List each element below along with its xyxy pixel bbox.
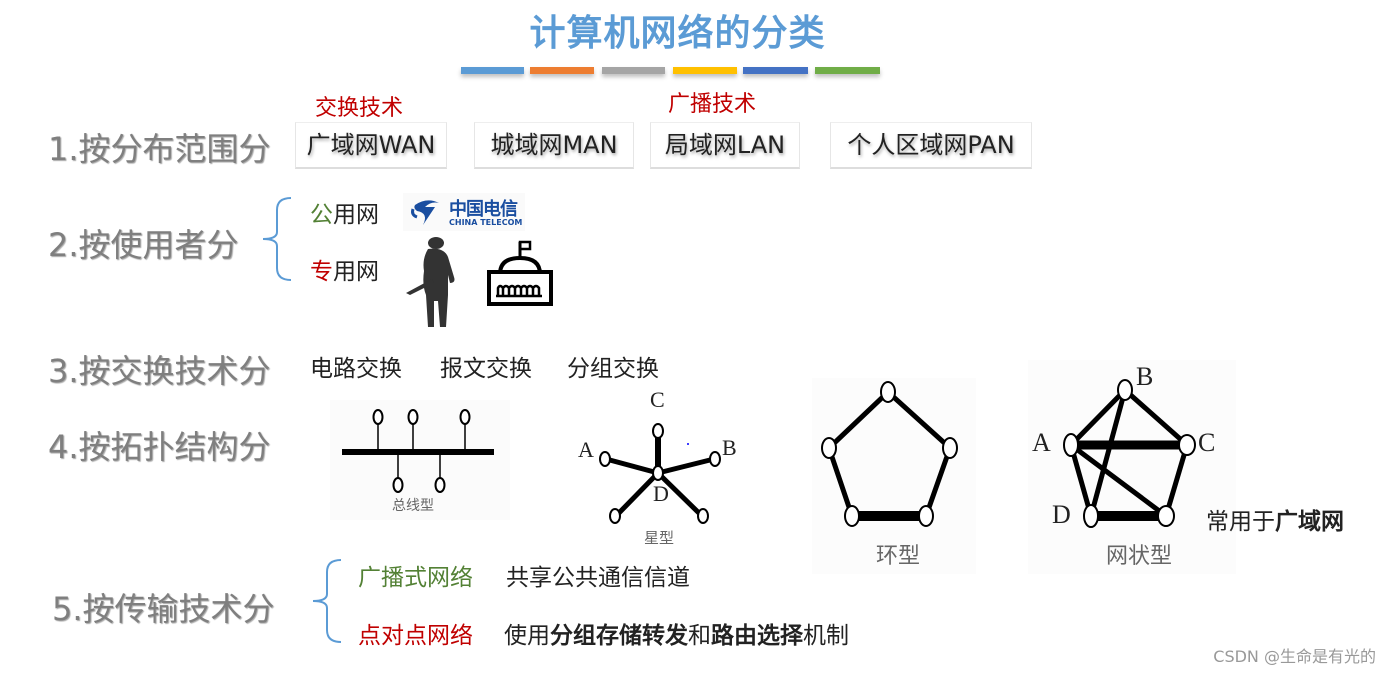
ring-topology-diagram: 环型 <box>812 378 976 574</box>
ring-topology-label: 环型 <box>876 544 921 569</box>
p2p-network-label: 点对点网络 <box>358 623 473 649</box>
mesh-node-c: C <box>1198 428 1216 457</box>
brace-icon <box>312 559 342 643</box>
government-building-icon <box>487 240 553 306</box>
mesh-topology-diagram: B A C D 网状型 <box>1028 360 1236 574</box>
wan-box: 广域网WAN <box>295 122 447 169</box>
mesh-node-d: D <box>1052 500 1071 529</box>
bus-topology-diagram: 总线型 <box>330 400 510 520</box>
star-topology-diagram: C A B D 星型 <box>570 385 750 550</box>
section3-label: 3.按交换技术分 <box>48 352 271 390</box>
man-box: 城域网MAN <box>474 122 634 169</box>
section2-label: 2.按使用者分 <box>48 226 239 264</box>
telecom-cn-text: 中国电信 <box>449 199 518 220</box>
mesh-topology-label: 网状型 <box>1106 544 1173 569</box>
mesh-node-b: B <box>1136 362 1154 391</box>
p2p-network-desc: 使用分组存储转发和路由选择机制 <box>504 623 849 649</box>
page-title: 计算机网络的分类 <box>529 13 826 54</box>
color-bar-5 <box>743 67 808 74</box>
star-node-d: D <box>653 481 669 506</box>
soldier-icon <box>406 237 455 327</box>
color-bar-4 <box>673 67 737 74</box>
circuit-switching: 电路交换 <box>310 356 402 382</box>
public-network-label: 公用网 <box>310 202 379 228</box>
telecom-en-text: CHINA TELECOM <box>449 218 523 227</box>
message-switching: 报文交换 <box>440 356 532 382</box>
broadcast-network-label: 广播式网络 <box>358 565 473 591</box>
star-topology-graphic <box>599 423 721 524</box>
color-bar-6 <box>815 67 880 74</box>
brace-icon <box>262 197 292 281</box>
bus-topology-label: 总线型 <box>392 498 434 514</box>
lan-box: 局域网LAN <box>650 122 800 169</box>
ring-topology-graphic <box>821 381 958 527</box>
bus-topology-graphic <box>342 409 494 493</box>
mesh-topology-graphic <box>1063 379 1196 528</box>
packet-switching: 分组交换 <box>567 356 659 382</box>
switching-tech-note: 交换技术 <box>315 96 404 121</box>
star-node-b: B <box>722 435 737 460</box>
section1-label: 1.按分布范围分 <box>48 130 271 168</box>
telecom-swirl-icon <box>411 200 439 225</box>
star-topology-label: 星型 <box>644 529 675 547</box>
color-bar-2 <box>530 67 594 74</box>
pan-box: 个人区域网PAN <box>830 122 1032 169</box>
private-network-label: 专用网 <box>310 259 379 285</box>
mesh-node-a: A <box>1032 428 1051 457</box>
watermark: CSDN @生命是有光的 <box>1213 647 1376 666</box>
broadcast-network-desc: 共享公共通信信道 <box>506 565 690 591</box>
color-bar-1 <box>461 67 524 74</box>
star-node-a: A <box>578 437 594 462</box>
section4-label: 4.按拓扑结构分 <box>48 428 271 466</box>
color-bar-3 <box>602 67 665 74</box>
star-node-c: C <box>650 387 665 412</box>
section5-label: 5.按传输技术分 <box>52 590 275 628</box>
mesh-usage-note: 常用于广域网 <box>1206 509 1344 535</box>
broadcast-tech-note: 广播技术 <box>668 92 757 117</box>
china-telecom-logo: 中国电信 CHINA TELECOM <box>403 193 525 231</box>
